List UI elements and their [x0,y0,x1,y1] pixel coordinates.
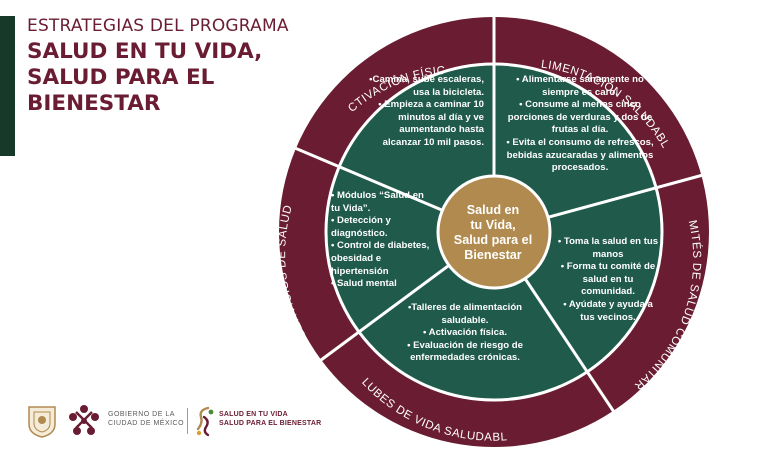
segment-alimentacion-item-1: • Alimentarse sanamente no siempre es ca… [516,74,644,98]
segment-clubes-text: •Talleres de alimentación saludable. • A… [400,302,530,365]
page-title: SALUD EN TU VIDA, SALUD PARA EL BIENESTA… [27,39,327,117]
segment-servicios-item-1: • Módulos “Salud en tu Vida”. [331,190,424,214]
segment-servicios-item-3: • Control de diabetes, obesidad e hipert… [331,240,430,277]
national-shield-icon [28,406,56,438]
title-line-3: BIENESTAR [27,91,161,116]
gov-text-line-1: GOBIERNO DE LA [108,411,175,418]
center-label-line-1: Salud en [466,203,520,217]
segment-alimentacion-item-3: • Evita el consumo de refrescos, bebidas… [506,136,654,174]
gov-text-line-2: CIUDAD DE MÉXICO [108,419,185,427]
segment-servicios-item-4: • Salud mental [331,278,397,290]
segment-comites-item-1: • Toma la salud en tus manos [557,236,659,260]
center-label: Salud en tu Vida, Salud para el Bienesta… [441,203,545,263]
center-circle [436,174,552,290]
title-line-2: SALUD PARA EL [27,65,215,90]
program-text: SALUD EN TU VIDA SALUD PARA EL BIENESTAR [219,411,359,428]
cdmx-logo-icon [69,405,99,435]
program-text-line-1: SALUD EN TU VIDA [219,411,288,418]
segment-alimentacion-item-2: • Consume al menos cinco porciones de ve… [507,99,653,136]
segment-servicios-text: • Módulos “Salud en tu Vida”. • Detecció… [331,190,431,291]
inner-disc-border [324,62,664,402]
center-label-line-3: Salud para el [453,233,533,247]
program-logo-icon [196,406,214,437]
program-subtitle: ESTRATEGIAS DEL PROGRAMA [27,16,289,36]
segment-activacion-text: •Camina, sube escaleras, usa la biciclet… [368,74,484,150]
center-label-line-4: Bienestar [464,248,522,262]
gov-text: GOBIERNO DE LA CIUDAD DE MÉXICO [108,411,200,428]
title-block: ESTRATEGIAS DEL PROGRAMA SALUD EN TU VID… [27,16,327,117]
segment-alimentacion-text: • Alimentarse sanamente no siempre es ca… [500,74,660,175]
footer-divider [187,408,188,434]
segment-comites-text: • Toma la salud en tus manos • Forma tu … [555,236,661,324]
segment-activacion-item-2: • Empieza a caminar 10 minutos al día y … [378,99,484,148]
title-line-1: SALUD EN TU VIDA, [27,39,263,64]
segment-clubes-item-3: • Evaluación de riesgo de enfermedades c… [407,339,523,364]
segment-clubes-item-2: • Activación física. [422,327,508,339]
segment-activacion-item-1: •Camina, sube escaleras, usa la biciclet… [369,74,484,98]
segment-comites-item-3: • Ayúdate y ayuda a tus vecinos. [563,298,653,323]
program-text-line-2: SALUD PARA EL BIENESTAR [219,419,322,427]
segment-clubes-item-1: •Talleres de alimentación saludable. [407,302,523,326]
segment-servicios-item-2: • Detección y diagnóstico. [331,215,391,239]
segment-comites-item-2: • Forma tu comité de salud en tu comunid… [560,261,656,298]
center-label-line-2: tu Vida, [470,218,516,232]
left-accent-bar [0,16,15,156]
